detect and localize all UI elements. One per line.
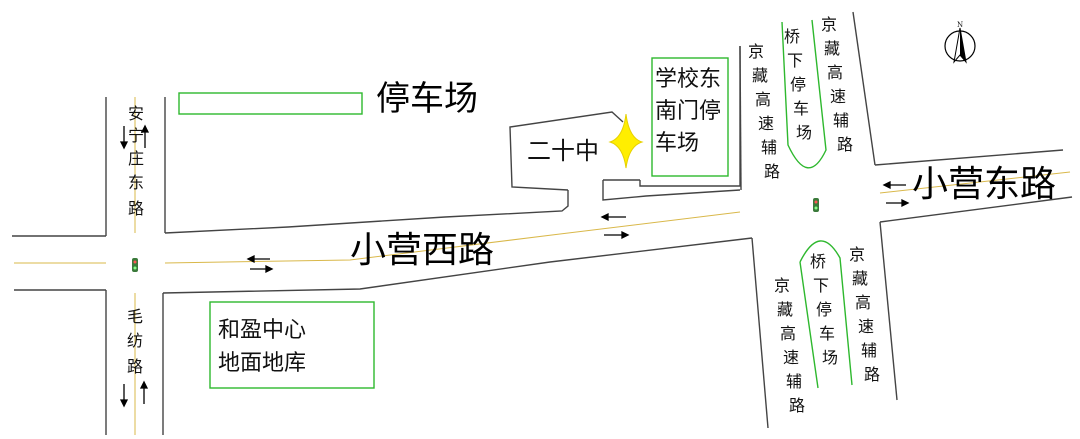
- signal-east: [813, 198, 819, 212]
- svg-text:车: 车: [793, 99, 809, 118]
- jingzang-nw-west-edge: [739, 45, 742, 191]
- svg-text:速: 速: [830, 87, 846, 106]
- xiaoying-west-rd-north-edge: [164, 190, 569, 234]
- road-edges: [12, 11, 1073, 435]
- anningzhuang-east-rd-label: 安 宁 庄 东 路: [128, 104, 144, 218]
- svg-text:京: 京: [821, 15, 837, 34]
- svg-text:路: 路: [837, 135, 853, 154]
- arrow-pair-south: [119, 380, 149, 408]
- svg-text:停: 停: [816, 300, 832, 319]
- svg-text:辅: 辅: [786, 372, 802, 391]
- svg-text:藏: 藏: [752, 66, 768, 85]
- school-east-parking-line2: 南门停: [655, 99, 721, 124]
- svg-text:停: 停: [790, 75, 806, 94]
- svg-text:高: 高: [755, 90, 771, 109]
- xiaoying-west-centerline: [164, 211, 741, 264]
- svg-text:辅: 辅: [833, 111, 849, 130]
- heying-center-line2: 地面地库: [218, 351, 306, 376]
- jingzang-aux-nw-label: 京 藏 高 速 辅 路: [748, 42, 780, 181]
- signal-west: [132, 258, 138, 272]
- svg-text:安: 安: [128, 104, 144, 123]
- svg-text:辅: 辅: [761, 138, 777, 157]
- svg-text:庄: 庄: [128, 149, 144, 168]
- parking-lot-label: 停车场: [376, 79, 478, 119]
- school-label: 二十中: [527, 137, 599, 165]
- compass-north-label: N: [957, 21, 963, 29]
- svg-text:车: 车: [819, 324, 835, 343]
- svg-text:藏: 藏: [852, 269, 868, 288]
- heying-center-line1: 和盈中心: [218, 318, 306, 343]
- maofang-rd-label: 毛 纺 路: [127, 307, 143, 376]
- school-east-parking-outline: [651, 57, 729, 177]
- svg-text:速: 速: [858, 317, 874, 336]
- svg-text:场: 场: [796, 123, 812, 142]
- svg-text:下: 下: [787, 51, 803, 70]
- bridge-parking-south-label: 桥 下 停 车 场: [810, 252, 838, 367]
- place-labels: 停车场 二十中 学校东 南门停 车场 小营西路 小营东路 和盈中心 地面地库: [218, 67, 1056, 376]
- xiaoying-east-rd-north-edge: [874, 149, 1064, 166]
- xiaoying-west-rd-label: 小营西路: [350, 230, 494, 271]
- svg-text:路: 路: [764, 162, 780, 181]
- svg-text:藏: 藏: [777, 300, 793, 319]
- center-lines: [14, 97, 1071, 435]
- jingzang-se-east-edge: [879, 221, 898, 401]
- jingzang-aux-ne-label: 京 藏 高 速 辅 路: [821, 15, 853, 154]
- school-east-parking-line3: 车场: [655, 131, 699, 156]
- parking-lot-outline: [178, 92, 363, 115]
- xiaoying-west-rd-north-edge-east: [602, 180, 741, 201]
- heying-center-outline: [209, 301, 375, 389]
- jingzang-aux-se-label: 京 藏 高 速 辅 路: [849, 245, 880, 384]
- xiaoying-east-centerline: [879, 171, 1071, 194]
- svg-text:路: 路: [128, 199, 144, 218]
- school-star-marker: [608, 113, 644, 169]
- bridge-parking-north-label: 桥 下 停 车 场: [784, 27, 812, 142]
- jingzang-aux-sw-label: 京 藏 高 速 辅 路: [774, 276, 805, 415]
- compass-icon: N: [944, 21, 976, 64]
- bridge-islands: [781, 19, 853, 389]
- svg-text:路: 路: [789, 396, 805, 415]
- svg-text:路: 路: [127, 357, 143, 376]
- xiaoying-west-rd-south-edge: [162, 237, 753, 294]
- svg-text:京: 京: [774, 276, 790, 295]
- parking-outlines: [178, 57, 729, 389]
- jingzang-ne-east-edge: [852, 11, 876, 166]
- xiaoying-east-rd-label: 小营东路: [912, 164, 1056, 205]
- svg-text:高: 高: [855, 293, 871, 312]
- svg-text:速: 速: [783, 348, 799, 367]
- svg-text:下: 下: [813, 276, 829, 295]
- arrow-pair-west: [246, 254, 274, 274]
- svg-text:速: 速: [758, 114, 774, 133]
- svg-text:路: 路: [864, 365, 880, 384]
- school-east-parking-line1: 学校东: [655, 67, 721, 92]
- direction-arrows: [119, 124, 910, 408]
- bridge-parking-north-outline: [781, 19, 827, 169]
- traffic-signals: [132, 198, 819, 272]
- arrow-pair-center: [600, 212, 630, 240]
- svg-text:东: 东: [128, 173, 144, 192]
- svg-text:藏: 藏: [824, 39, 840, 58]
- svg-text:高: 高: [827, 63, 843, 82]
- svg-text:场: 场: [822, 348, 838, 367]
- school-block-outline: [509, 111, 624, 191]
- svg-text:京: 京: [748, 42, 764, 61]
- jingzang-sw-west-edge: [751, 237, 769, 429]
- svg-text:纺: 纺: [127, 331, 143, 350]
- svg-text:桥: 桥: [810, 252, 826, 271]
- xiaoying-east-rd-south-edge: [879, 196, 1073, 223]
- arrow-pair-east: [882, 180, 910, 208]
- svg-text:桥: 桥: [784, 27, 800, 46]
- svg-text:高: 高: [780, 324, 796, 343]
- svg-text:京: 京: [849, 245, 865, 264]
- svg-text:辅: 辅: [861, 341, 877, 360]
- svg-text:宁: 宁: [128, 126, 144, 145]
- svg-text:毛: 毛: [127, 307, 143, 326]
- arrow-pair-north: [119, 124, 150, 150]
- bridge-parking-south-outline: [799, 240, 853, 389]
